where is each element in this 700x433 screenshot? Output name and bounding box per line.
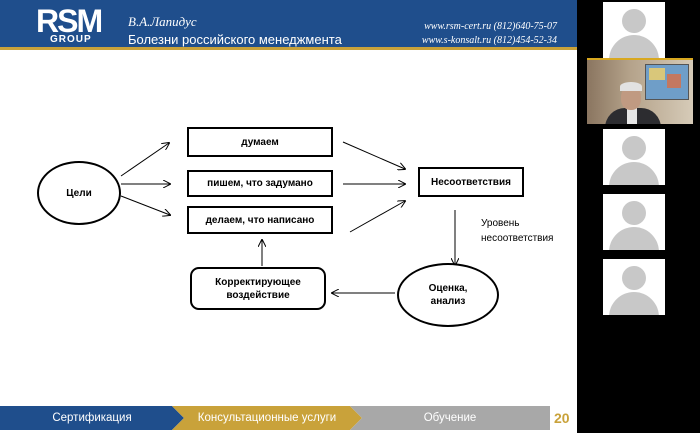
avatar-body — [609, 292, 659, 315]
think-node: думаем — [187, 127, 333, 157]
arrow-goals-do — [120, 195, 170, 215]
diagram-arrows — [120, 141, 577, 433]
avatar-placeholder-icon — [622, 201, 646, 225]
contact-line-2: www.s-konsalt.ru (812)454-52-34 — [421, 35, 557, 46]
level-label: Уровень несоответствия — [481, 218, 554, 244]
evaluation-node: Оценка, анализ — [397, 263, 499, 327]
logo-group-text: GROUP — [48, 34, 94, 45]
author-name: В.А.Лапидус — [128, 14, 197, 29]
footer-tab-consulting: Консультационные услуги — [172, 406, 362, 430]
avatar-body — [609, 162, 659, 185]
participant-tile[interactable] — [603, 129, 665, 185]
presentation-slide: RSM GROUP В.А.Лапидус Болезни российског… — [0, 0, 577, 433]
arrow-goals-think — [120, 143, 169, 177]
logo-text: RSM — [36, 3, 103, 39]
contact-line-1: www.rsm-cert.ru (812)640-75-07 — [424, 21, 557, 32]
rsm-group-logo: RSM GROUP — [36, 3, 103, 45]
avatar-placeholder-icon — [622, 9, 646, 33]
footer-tab-label: Консультационные услуги — [197, 412, 337, 424]
mismatch-node: Несоответствия — [418, 167, 524, 197]
video-map-region — [649, 68, 665, 80]
arrow-think-mismatch — [342, 141, 405, 169]
page-number: 20 — [554, 410, 570, 426]
correction-node: Корректирующее воздействие — [190, 267, 326, 310]
arrow-do-mismatch — [349, 201, 405, 233]
avatar-placeholder-icon — [622, 136, 646, 160]
footer-tab-label: Сертификация — [52, 412, 132, 424]
slide-title: Болезни российского менеджмента — [128, 32, 342, 47]
participant-tile[interactable] — [603, 2, 665, 58]
write-node: пишем, что задумано — [187, 170, 333, 197]
goals-node: Цели — [37, 161, 121, 225]
participant-tile[interactable] — [603, 259, 665, 315]
slide-header: RSM GROUP В.А.Лапидус Болезни российског… — [0, 0, 577, 50]
footer-tab-label: Обучение — [423, 412, 477, 424]
footer-tab-training: Обучение — [350, 406, 550, 430]
video-person-face — [621, 86, 641, 110]
avatar-body — [609, 227, 659, 250]
slide-footer: Сертификация Консультационные услуги Обу… — [0, 406, 577, 430]
video-map-region — [667, 74, 681, 88]
header-gold-stripe — [0, 47, 577, 50]
avatar-placeholder-icon — [622, 266, 646, 290]
footer-tab-certification: Сертификация — [0, 406, 184, 430]
video-person-hair — [620, 82, 642, 91]
participant-video[interactable] — [587, 58, 693, 124]
video-person-shirt — [627, 108, 637, 124]
do-node: делаем, что написано — [187, 206, 333, 234]
participant-tile[interactable] — [603, 194, 665, 250]
avatar-body — [609, 35, 659, 58]
